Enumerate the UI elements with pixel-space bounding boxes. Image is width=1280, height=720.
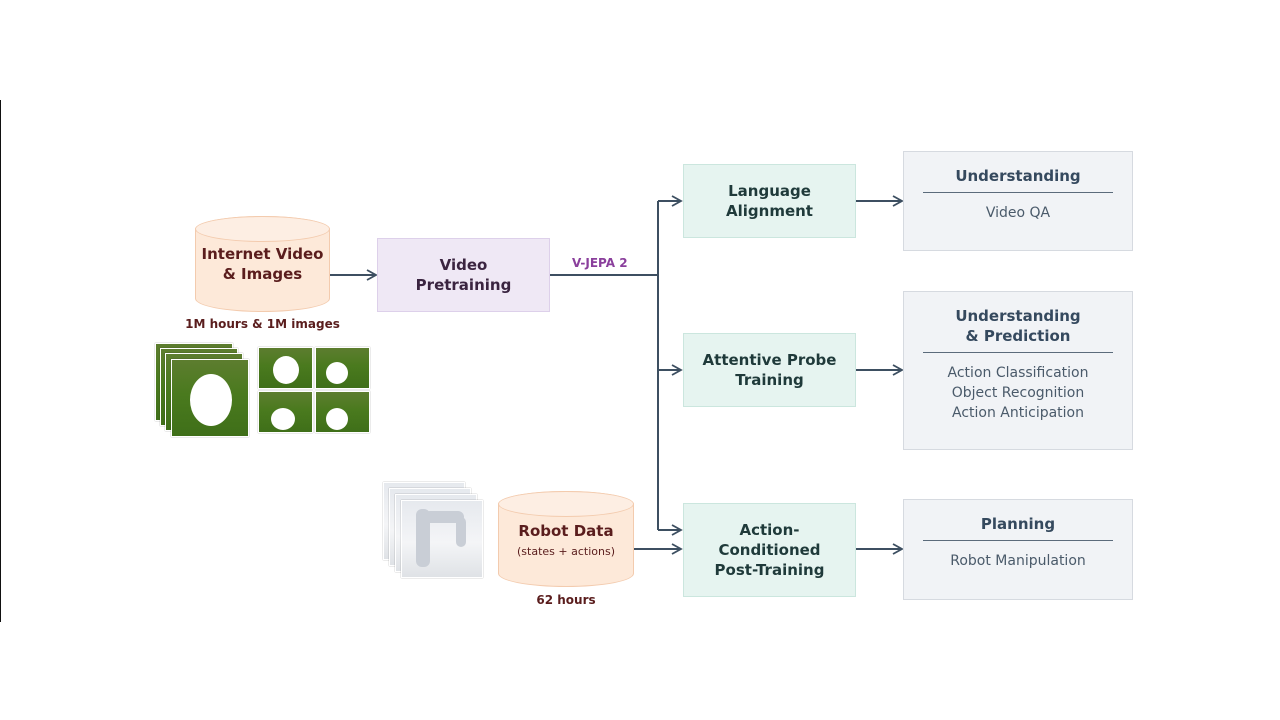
- planning-divider: [923, 540, 1113, 541]
- understanding-prediction-title-line2: & Prediction: [965, 327, 1071, 345]
- prediction-item-action-classification: Action Classification: [947, 365, 1089, 381]
- understanding-prediction-title: Understanding & Prediction: [955, 306, 1080, 346]
- robot-data-subtitle: (states + actions): [517, 544, 615, 558]
- understanding-prediction-card: Understanding & Prediction Action Classi…: [903, 291, 1133, 450]
- planning-item: Robot Manipulation: [950, 553, 1086, 569]
- internet-video-title-line1: Internet Video: [201, 245, 324, 263]
- robot-data-cylinder: Robot Data (states + actions): [498, 491, 634, 587]
- dog-image: [190, 374, 232, 426]
- language-alignment-line1: Language: [728, 182, 811, 200]
- action-conditioned-box: Action- Conditioned Post-Training: [683, 503, 856, 597]
- attentive-probe-box: Attentive Probe Training: [683, 333, 856, 407]
- understanding-divider: [923, 192, 1113, 193]
- planning-card: Planning Robot Manipulation: [903, 499, 1133, 600]
- understanding-prediction-divider: [923, 352, 1113, 353]
- understanding-prediction-title-line1: Understanding: [955, 307, 1081, 325]
- robot-data-title: Robot Data: [518, 521, 614, 540]
- attentive-probe-line1: Attentive Probe: [702, 351, 837, 369]
- action-conditioned-line1: Action-: [739, 521, 800, 539]
- action-conditioned-line2: Conditioned: [718, 541, 821, 559]
- understanding-title: Understanding: [955, 167, 1081, 185]
- internet-video-title-line2: & Images: [222, 265, 303, 283]
- left-border-line: [0, 100, 1, 622]
- understanding-card: Understanding Video QA: [903, 151, 1133, 251]
- internet-video-caption: 1M hours & 1M images: [185, 317, 340, 331]
- vjepa2-label: V-JEPA 2: [572, 256, 628, 270]
- action-conditioned-line3: Post-Training: [714, 561, 825, 579]
- attentive-probe-line2: Training: [735, 371, 804, 389]
- language-alignment-box: Language Alignment: [683, 164, 856, 238]
- robot-arm-image: [416, 509, 430, 567]
- planning-title: Planning: [980, 515, 1056, 533]
- prediction-item-action-anticipation: Action Anticipation: [952, 405, 1084, 421]
- video-pretraining-line1: Video: [439, 256, 488, 274]
- video-pretraining-line2: Pretraining: [415, 276, 512, 294]
- language-alignment-line2: Alignment: [726, 202, 813, 220]
- internet-video-cylinder: Internet Video & Images: [195, 216, 330, 312]
- robot-data-caption: 62 hours: [536, 593, 596, 607]
- prediction-item-object-recognition: Object Recognition: [951, 385, 1085, 401]
- understanding-item: Video QA: [985, 205, 1051, 221]
- video-pretraining-box: Video Pretraining: [377, 238, 550, 312]
